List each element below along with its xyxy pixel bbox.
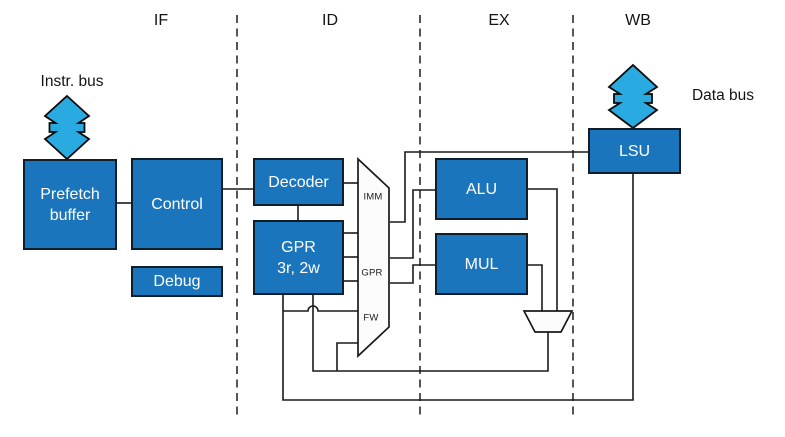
writeback-mux bbox=[522, 310, 574, 333]
wire-mux-alu bbox=[390, 189, 435, 259]
mux-port-label-fw: FW bbox=[363, 312, 379, 324]
instr-bus-label: Instr. bus bbox=[40, 73, 104, 90]
prefetch-buffer-block: Prefetch buffer bbox=[23, 159, 117, 250]
stage-label-wb: WB bbox=[625, 12, 651, 29]
data-bus-label: Data bus bbox=[691, 87, 755, 104]
alu-block: ALU bbox=[435, 158, 528, 220]
stage-boundaries bbox=[236, 15, 574, 420]
wire-mul-wbmux bbox=[528, 264, 543, 311]
data-bus-arrow-icon bbox=[607, 63, 659, 130]
wire-alu-wbmux bbox=[528, 188, 558, 311]
control-block: Control bbox=[131, 158, 223, 250]
instr-bus-arrow-icon bbox=[43, 94, 91, 161]
wire-wbmux-gpr-writeback bbox=[312, 295, 549, 372]
stage-label-if: IF bbox=[153, 12, 169, 29]
wires bbox=[117, 151, 634, 401]
mul-block: MUL bbox=[435, 233, 528, 295]
debug-block: Debug bbox=[131, 266, 223, 297]
forwarding-mux bbox=[357, 157, 390, 358]
wire-lsu-gpr-writeback bbox=[282, 174, 634, 401]
decoder-block: Decoder bbox=[253, 158, 344, 206]
mux-port-label-imm: IMM bbox=[363, 191, 383, 203]
wire-lsu-fw-with-hop bbox=[283, 305, 358, 312]
lsu-block: LSU bbox=[588, 128, 681, 174]
wire-wbmux-fw bbox=[336, 342, 358, 371]
stage-label-id: ID bbox=[322, 12, 338, 29]
wire-mux-mul bbox=[390, 264, 435, 284]
stage-label-ex: EX bbox=[488, 12, 510, 29]
mux-port-label-gpr: GPR bbox=[361, 267, 383, 279]
gpr-block: GPR 3r, 2w bbox=[253, 220, 344, 295]
wire-mux-lsu bbox=[390, 151, 588, 223]
